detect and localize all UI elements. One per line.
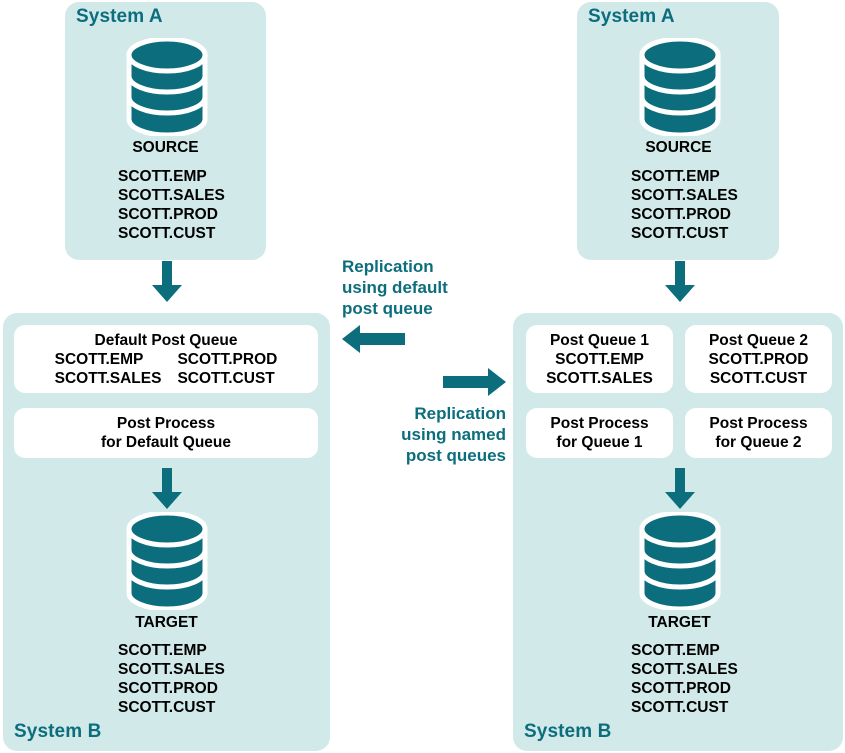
- left-source-to-queue-arrow: [151, 261, 183, 303]
- left-target-caption: TARGET: [135, 614, 198, 631]
- left-process-to-target-arrow: [151, 468, 183, 510]
- left-target-system-label: System B: [14, 721, 102, 742]
- table-name: SCOTT.EMP: [118, 168, 207, 185]
- left-target-database-icon: [123, 510, 211, 612]
- right-target-table-list: SCOTT.EMP SCOTT.SALES SCOTT.PROD SCOTT.C…: [631, 641, 738, 717]
- table-name: SCOTT.SALES: [118, 187, 225, 204]
- left-target-table-list: SCOTT.EMP SCOTT.SALES SCOTT.PROD SCOTT.C…: [118, 641, 225, 717]
- table-name: SCOTT.CUST: [118, 225, 216, 242]
- process-line-2: for Queue 1: [556, 434, 643, 451]
- right-post-process-2-box: Post Process for Queue 2: [685, 408, 832, 458]
- right-target-system-label: System B: [524, 721, 612, 742]
- table-name: SCOTT.EMP: [555, 350, 644, 368]
- table-name: SCOTT.PROD: [631, 680, 731, 697]
- table-name: SCOTT.SALES: [631, 187, 738, 204]
- left-post-process-box: Post Process for Default Queue: [14, 408, 318, 458]
- right-source-database-icon: [636, 36, 724, 138]
- replication-named-arrow-right: [442, 367, 506, 397]
- queue-title: Post Queue 1: [549, 331, 650, 349]
- replication-default-arrow-left: [342, 324, 406, 354]
- replication-named-line-2: using named: [401, 425, 506, 444]
- left-source-database-icon: [123, 36, 211, 138]
- process-line-2: for Default Queue: [100, 434, 232, 451]
- table-name: SCOTT.PROD: [177, 350, 278, 368]
- table-name: SCOTT.SALES: [631, 661, 738, 678]
- queue-title: Post Queue 2: [708, 331, 809, 349]
- table-name: SCOTT.SALES: [118, 661, 225, 678]
- table-name: SCOTT.EMP: [631, 168, 720, 185]
- table-name: SCOTT.EMP: [54, 350, 144, 368]
- replication-default-line-1: Replication: [342, 257, 434, 276]
- process-line-1: Post Process: [550, 415, 649, 432]
- right-source-caption: SOURCE: [645, 139, 712, 156]
- table-name: SCOTT.SALES: [54, 369, 162, 387]
- table-name: SCOTT.EMP: [631, 642, 720, 659]
- table-name: SCOTT.SALES: [546, 369, 653, 387]
- right-post-process-1-box: Post Process for Queue 1: [526, 408, 673, 458]
- replication-named-line-3: post queues: [405, 446, 506, 465]
- replication-default-line-3: post queue: [342, 299, 433, 318]
- left-source-table-list: SCOTT.EMP SCOTT.SALES SCOTT.PROD SCOTT.C…: [118, 167, 225, 243]
- table-name: SCOTT.PROD: [118, 680, 218, 697]
- replication-default-label: Replication using default post queue: [342, 256, 448, 319]
- table-name: SCOTT.PROD: [118, 206, 218, 223]
- table-name: SCOTT.CUST: [118, 699, 216, 716]
- process-line-1: Post Process: [709, 415, 808, 432]
- table-name: SCOTT.PROD: [708, 350, 809, 368]
- left-source-caption: SOURCE: [132, 139, 199, 156]
- table-name: SCOTT.CUST: [631, 699, 729, 716]
- table-name: SCOTT.CUST: [631, 225, 729, 242]
- table-name: SCOTT.CUST: [177, 369, 275, 387]
- process-line-2: for Queue 2: [715, 434, 802, 451]
- right-post-queue-1-box: Post Queue 1 SCOTT.EMP SCOTT.SALES: [526, 325, 673, 393]
- right-source-to-queue-arrow: [664, 261, 696, 303]
- replication-named-line-1: Replication: [414, 404, 506, 423]
- right-target-database-icon: [636, 510, 724, 612]
- right-post-queue-2-box: Post Queue 2 SCOTT.PROD SCOTT.CUST: [685, 325, 832, 393]
- left-default-post-queue-box: Default Post Queue SCOTT.EMP SCOTT.PROD …: [14, 325, 318, 393]
- process-line-1: Post Process: [116, 415, 216, 432]
- table-name: SCOTT.CUST: [709, 369, 808, 387]
- right-process-to-target-arrow: [664, 468, 696, 510]
- table-name: SCOTT.EMP: [118, 642, 207, 659]
- left-source-system-label: System A: [76, 6, 163, 27]
- replication-default-line-2: using default: [342, 278, 448, 297]
- right-source-system-label: System A: [588, 6, 675, 27]
- queue-table-grid: SCOTT.EMP SCOTT.PROD SCOTT.SALES SCOTT.C…: [55, 350, 278, 388]
- replication-named-label: Replication using named post queues: [351, 403, 506, 466]
- queue-title: Default Post Queue: [94, 331, 238, 349]
- right-source-table-list: SCOTT.EMP SCOTT.SALES SCOTT.PROD SCOTT.C…: [631, 167, 738, 243]
- table-name: SCOTT.PROD: [631, 206, 731, 223]
- right-target-caption: TARGET: [648, 614, 711, 631]
